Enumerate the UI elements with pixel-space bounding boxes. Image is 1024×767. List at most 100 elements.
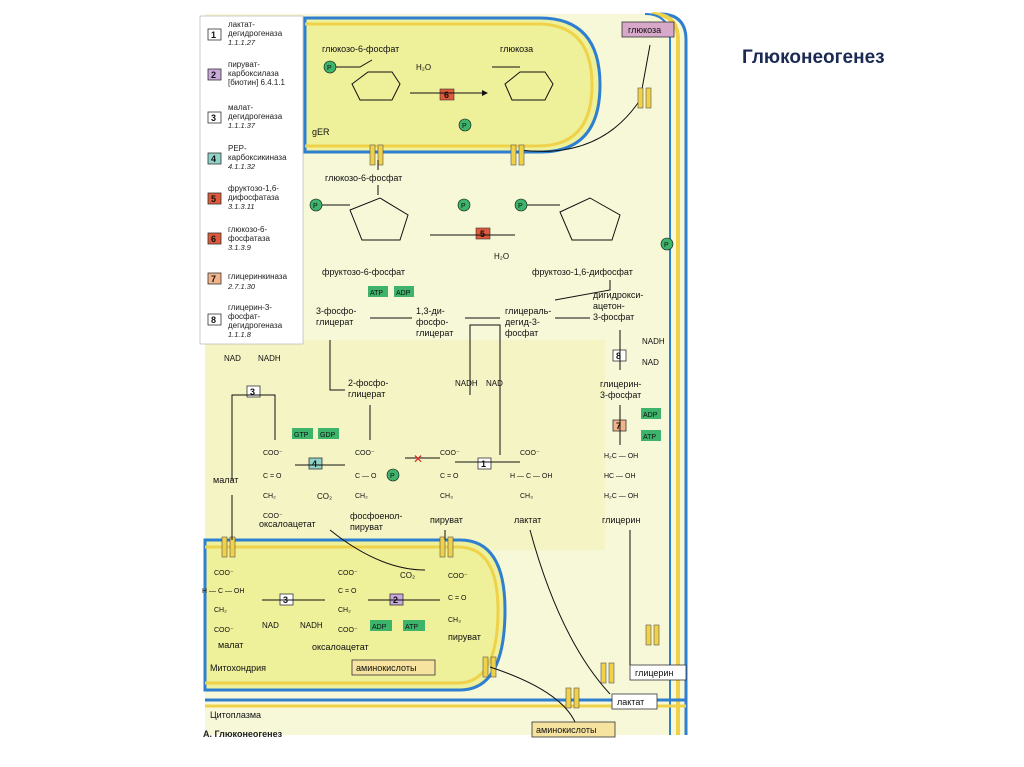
legend-number: 2	[211, 70, 216, 80]
lac-structure-1: COO⁻	[520, 450, 540, 457]
m-oaa-structure-2: C = O	[338, 588, 357, 595]
blocked-x: ✕	[413, 452, 423, 466]
pep-phosphate	[386, 468, 400, 482]
f6p-ring	[322, 197, 409, 241]
label-glycerol: глицерин	[602, 515, 640, 525]
oaa-structure-2: C = O	[263, 473, 282, 480]
label-gap-c: фосфат	[505, 328, 538, 338]
legend-number-box	[207, 272, 222, 285]
m-pyr-structure-2: C = O	[448, 595, 467, 602]
enzyme-4-number: 4	[312, 459, 317, 469]
legend-name: дегидрогеназа	[228, 29, 283, 38]
legend-item: 2 пируват- карбоксилаза [биотин] 6.4.1.1	[207, 60, 286, 87]
glucose-ring-er	[492, 66, 554, 101]
enzyme-1-number: 1	[481, 459, 486, 469]
enzyme-3-cyto	[246, 385, 261, 398]
legend-number: 1	[211, 30, 216, 40]
co2-mito: CO₂	[400, 571, 415, 580]
label-g3p-a: глицерин-	[600, 379, 641, 389]
m-oaa-structure-4: COO⁻	[338, 627, 358, 634]
adp-badge-1	[394, 286, 414, 297]
legend-code: 3.1.3.9	[228, 243, 252, 252]
label-malate: малат	[213, 475, 238, 485]
legend-code: 1.1.1.27	[228, 38, 256, 47]
label-g3p-b: 3-фосфат	[600, 390, 641, 400]
enzyme-6-er: 6	[439, 88, 455, 101]
legend-name: [биотин] 6.4.1.1	[228, 78, 286, 87]
legend-number: 3	[211, 113, 216, 123]
arrow-lactate-pyruvate	[455, 324, 520, 463]
legend-name: карбоксилаза	[228, 69, 279, 78]
aa-out-box	[531, 721, 616, 738]
label-m-malate: малат	[218, 640, 243, 650]
legend-item: 4 PEP- карбоксикиназа 4.1.1.32	[207, 144, 287, 171]
label-bpg-b: фосфо-	[416, 317, 448, 327]
er-label: gER	[312, 127, 330, 137]
legend-code: 4.1.1.32	[228, 162, 256, 171]
legend-number: 8	[211, 315, 216, 325]
label-oaa: оксалоацетат	[259, 519, 316, 529]
nad-1: NAD	[486, 379, 503, 388]
atp-badge-2	[403, 620, 425, 631]
page-title: Глюконеогенез	[742, 47, 885, 68]
pep-structure-1: COO⁻	[355, 450, 375, 457]
gtp-badge	[292, 428, 313, 439]
label-f6p: фруктозо-6-фосфат	[322, 267, 405, 277]
mito-label: Митохондрия	[210, 663, 266, 673]
adp-badge-2	[370, 620, 392, 631]
nad-8: NAD	[642, 358, 659, 367]
legend-name: дегидрогеназа	[228, 321, 283, 330]
adp-badge-7	[641, 408, 661, 419]
glucose-out-box	[621, 21, 675, 38]
pyr-structure-1: COO⁻	[440, 450, 460, 457]
svg-text:P: P	[327, 65, 332, 72]
atp-badge-1	[368, 286, 388, 297]
m-pyr-structure-1: COO⁻	[448, 573, 468, 580]
legend-name: фосфатаза	[228, 234, 270, 243]
enzyme-3-cyto-number: 3	[250, 387, 255, 397]
glycerol-box	[629, 664, 687, 681]
nadh-8: NADH	[642, 337, 665, 346]
label-g6p-er: глюкозо-6-фосфат	[322, 44, 399, 54]
label-g6p: глюкозо-6-фосфат	[325, 173, 402, 183]
m-malate-structure-3: CH₂	[214, 607, 227, 614]
adp-label-1: ADP	[396, 290, 411, 297]
nadh-3-top: NADH	[258, 354, 281, 363]
oaa-structure-1: COO⁻	[263, 450, 283, 457]
legend-list: 1 лактат- дегидрогеназа 1.1.1.27 2 пирув…	[207, 20, 288, 339]
glycerol-structure-3: H₂C — OH	[604, 493, 638, 500]
enzyme-4	[308, 457, 323, 470]
phosphate-5	[457, 198, 471, 212]
atp-badge-7	[641, 430, 661, 441]
f16bp-phosphate-left-label: P	[518, 203, 523, 210]
nadh-1: NADH	[455, 379, 478, 388]
legend-name: карбоксикиназа	[228, 153, 287, 162]
atp-label-2: ATP	[405, 624, 418, 631]
legend-number-box	[207, 28, 222, 41]
f16bp-ring	[527, 197, 621, 241]
legend-name: пируват-	[228, 60, 260, 69]
er-compartment	[303, 16, 602, 154]
label-2pg-a: 2-фосфо-	[348, 378, 388, 388]
label-2pg-b: глицерат	[348, 389, 385, 399]
legend-name: дегидрогеназа	[228, 112, 283, 121]
label-dhap-a: дигидрокси-	[593, 290, 643, 300]
glycerol-structure-1: H₂C — OH	[604, 453, 638, 460]
m-malate-structure-4: COO⁻	[214, 627, 234, 634]
pep-structure-3: CH₂	[355, 493, 368, 500]
label-pep-b: пируват	[350, 522, 383, 532]
mito-exchange-arrows	[231, 495, 446, 571]
legend-number: 4	[211, 154, 216, 164]
m-oaa-structure-1: COO⁻	[338, 570, 358, 577]
label-dhap-c: 3-фосфат	[593, 312, 634, 322]
legend-name: фруктозо-1,6-	[228, 184, 279, 193]
lactate-box	[611, 693, 658, 710]
highlight-region	[205, 340, 605, 550]
atp-label-7: ATP	[643, 434, 656, 441]
legend-number: 7	[211, 274, 216, 284]
glycerol-structure-2: HC — OH	[604, 473, 636, 480]
enzyme-5-number: 5	[480, 229, 485, 239]
legend-item: 8 глицерин-3- фосфат- дегидрогеназа 1.1.…	[207, 303, 283, 339]
label-gap-b: дегид-3-	[505, 317, 540, 327]
nad-3-top: NAD	[224, 354, 241, 363]
